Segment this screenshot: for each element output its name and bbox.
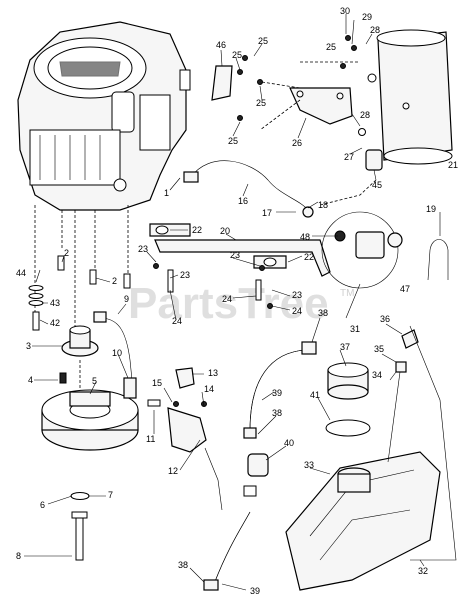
- callout-14: 14: [204, 384, 214, 394]
- callout-22: 22: [304, 252, 314, 262]
- callout-38: 38: [178, 560, 188, 570]
- callout-48: 48: [300, 232, 310, 242]
- callout-43: 43: [50, 298, 60, 308]
- callout-38: 38: [272, 408, 282, 418]
- fuel-hose-lower[interactable]: [203, 511, 251, 591]
- fuel-filter[interactable]: [243, 453, 269, 497]
- callout-45: 45: [372, 180, 382, 190]
- callout-24: 24: [222, 294, 232, 304]
- callout-33: 33: [304, 460, 314, 470]
- engine[interactable]: [17, 21, 191, 211]
- fasteners-top[interactable]: [237, 35, 366, 136]
- callout-25: 25: [326, 42, 336, 52]
- callout-34: 34: [372, 370, 382, 380]
- throttle-bracket[interactable]: [147, 367, 223, 511]
- callout-23: 23: [230, 250, 240, 260]
- small-bracket[interactable]: [211, 65, 233, 101]
- fuel-gauge[interactable]: [387, 329, 419, 463]
- fuel-cap[interactable]: [327, 362, 369, 400]
- callout-25: 25: [232, 50, 242, 60]
- callout-labels: 30 29 28 25 46 25 25 25 25 28 26 27 45 2…: [16, 6, 458, 596]
- callout-23: 23: [180, 270, 190, 280]
- callout-41: 41: [310, 390, 320, 400]
- callout-30: 30: [340, 6, 350, 16]
- wire-harness[interactable]: [183, 160, 314, 218]
- callout-12: 12: [168, 466, 178, 476]
- callout-28: 28: [370, 25, 380, 35]
- fuel-hose-upper[interactable]: [243, 341, 317, 439]
- muffler-clamp[interactable]: [321, 211, 403, 289]
- mounting-bracket[interactable]: [289, 87, 353, 125]
- callout-25: 25: [256, 98, 266, 108]
- callout-7: 7: [108, 490, 113, 500]
- bolts-left[interactable]: [28, 255, 131, 331]
- studs[interactable]: [153, 263, 273, 309]
- watermark-tm: TM: [340, 288, 354, 299]
- clutch-cable[interactable]: [93, 311, 137, 399]
- callout-36: 36: [380, 314, 390, 324]
- callout-39: 39: [272, 388, 282, 398]
- callout-20: 20: [220, 226, 230, 236]
- callout-37: 37: [340, 342, 350, 352]
- callout-44: 44: [16, 268, 26, 278]
- watermark: PartsTree: [128, 279, 329, 328]
- callout-22: 22: [192, 225, 202, 235]
- callout-17: 17: [262, 208, 272, 218]
- callout-39: 39: [250, 586, 260, 596]
- callout-1: 1: [164, 188, 169, 198]
- callout-5: 5: [92, 376, 97, 386]
- callout-13: 13: [208, 368, 218, 378]
- callout-11: 11: [146, 434, 155, 444]
- callout-42: 42: [50, 318, 60, 328]
- intake-shroud[interactable]: [367, 29, 453, 165]
- clip[interactable]: [427, 239, 449, 281]
- callout-27: 27: [344, 152, 354, 162]
- callout-18: 18: [318, 200, 328, 210]
- callout-23: 23: [138, 244, 148, 254]
- callout-47: 47: [400, 284, 410, 294]
- callout-35: 35: [374, 344, 384, 354]
- callout-23: 23: [292, 290, 302, 300]
- callout-25: 25: [258, 36, 268, 46]
- callout-26: 26: [292, 138, 302, 148]
- washer-bolt[interactable]: [70, 492, 90, 561]
- callout-46: 46: [216, 40, 226, 50]
- callout-29: 29: [362, 12, 372, 22]
- callout-24: 24: [172, 316, 182, 326]
- callout-25: 25: [228, 136, 238, 146]
- callout-31: 31: [350, 324, 360, 334]
- callout-38: 38: [318, 308, 328, 318]
- callout-3: 3: [26, 341, 31, 351]
- clutch[interactable]: [41, 389, 139, 451]
- callout-8: 8: [16, 551, 21, 561]
- leader-lines: [24, 14, 441, 591]
- callout-40: 40: [284, 438, 294, 448]
- key[interactable]: [59, 372, 67, 384]
- gasket[interactable]: [325, 419, 371, 437]
- callout-10: 10: [112, 348, 122, 358]
- callout-21: 21: [448, 160, 458, 170]
- callout-4: 4: [28, 375, 33, 385]
- callout-9: 9: [124, 294, 129, 304]
- pulley[interactable]: [61, 325, 99, 357]
- callout-19: 19: [426, 204, 436, 214]
- callout-24: 24: [292, 306, 302, 316]
- fitting[interactable]: [365, 149, 383, 171]
- callout-32: 32: [418, 566, 428, 576]
- callout-6: 6: [40, 500, 45, 510]
- callout-15: 15: [152, 378, 162, 388]
- callout-16: 16: [238, 196, 248, 206]
- callout-2: 2: [64, 248, 69, 258]
- callout-2: 2: [112, 276, 117, 286]
- callout-28: 28: [360, 110, 370, 120]
- fuel-tank[interactable]: [285, 451, 441, 591]
